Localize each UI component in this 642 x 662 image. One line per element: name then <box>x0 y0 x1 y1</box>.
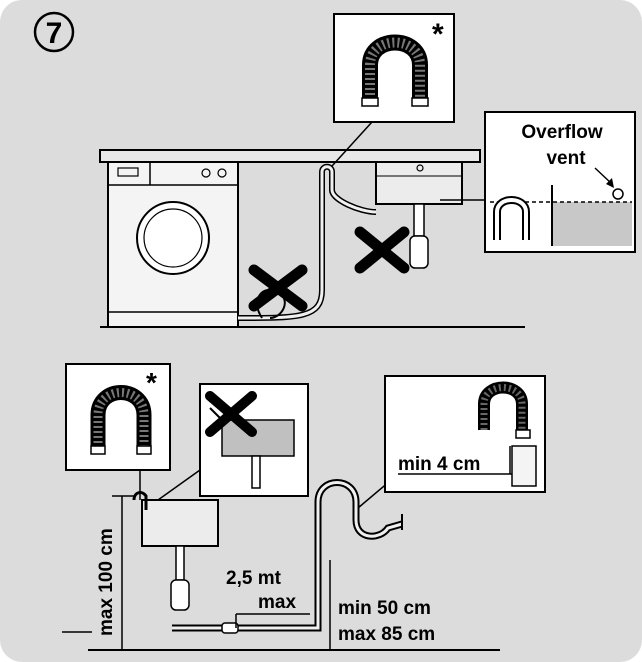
hose-length-label: 2,5 mt <box>226 568 282 589</box>
sink-wrong-panel <box>199 383 309 497</box>
vent-label-text: vent <box>546 148 586 169</box>
top-scene: * Overflow vent <box>99 13 636 328</box>
wrong-cross-icon <box>354 226 410 274</box>
min-50cm-label: min 50 cm <box>338 598 431 619</box>
countertop <box>99 149 481 163</box>
wrong-cross-icon <box>248 264 308 312</box>
sink-icon <box>375 161 463 269</box>
overflow-vent-panel: Overflow vent <box>484 111 636 253</box>
asterisk-mark: * <box>432 18 444 51</box>
hose-length-max-label: max <box>258 592 296 613</box>
step-number: 7 <box>46 17 63 50</box>
hose-panel-right: min 4 cm <box>384 375 546 493</box>
overflow-label: Overflow <box>521 122 603 143</box>
hose-u-bend-icon <box>361 34 429 107</box>
hose-panel-left: * <box>65 363 171 471</box>
wrong-cross-icon <box>205 391 257 437</box>
hose-u-bend-icon <box>90 385 152 455</box>
max-85cm-label: max 85 cm <box>338 624 435 645</box>
step-number-badge: 7 <box>33 11 75 53</box>
max-100cm-label: max 100 cm <box>96 528 117 636</box>
sink-icon <box>132 491 219 611</box>
hose-panel-top: * <box>333 13 455 123</box>
asterisk-mark: * <box>146 367 157 398</box>
bottom-scene: max 100 cm * <box>62 363 546 651</box>
min-4cm-label: min 4 cm <box>398 454 480 475</box>
overflow-vent-icon <box>612 188 624 200</box>
siphon-icon <box>478 381 537 487</box>
washing-machine-icon <box>107 161 239 328</box>
